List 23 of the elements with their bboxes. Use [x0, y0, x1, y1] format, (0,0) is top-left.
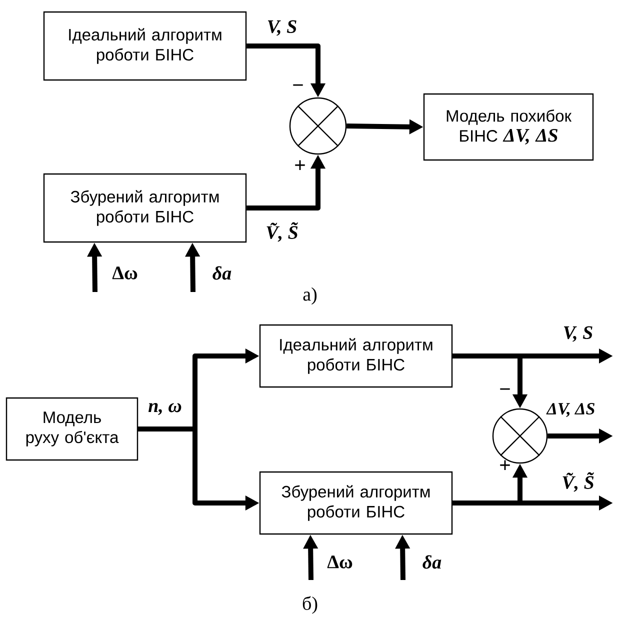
edge-label: Δω — [112, 266, 138, 280]
process-box: Збурений алгоритм роботи БІНС — [43, 173, 247, 243]
edge-label: δa — [212, 266, 232, 280]
sign-label: + — [500, 460, 510, 470]
process-box: Модель похибок БІНС ΔV, ΔS — [423, 93, 594, 161]
summing-junction — [289, 97, 347, 155]
edge-label: n, ω — [148, 403, 182, 415]
edge-label: Δω — [327, 556, 352, 568]
subfigure-label: б) — [302, 596, 318, 614]
process-box: Ідеальний алгоритм роботи БІНС — [43, 11, 247, 81]
edge-label: ΔV, ΔS — [546, 403, 594, 417]
edge-label: δa — [422, 555, 442, 569]
process-box: Модель руху об'єкта — [6, 397, 138, 461]
sign-label: + — [295, 160, 305, 170]
subfigure-label: а) — [303, 287, 317, 305]
edge-label: Ṽ, S̃ — [562, 472, 594, 492]
sign-label: − — [500, 388, 510, 390]
edge-label: Ṽ, S̃ — [266, 222, 298, 242]
edge-label: V, S — [268, 20, 296, 36]
sign-label: − — [293, 84, 303, 86]
process-box: Збурений алгоритм роботи БІНС — [259, 471, 453, 535]
edge-label: V, S — [564, 326, 592, 342]
process-box: Ідеальний алгоритм роботи БІНС — [259, 324, 453, 388]
